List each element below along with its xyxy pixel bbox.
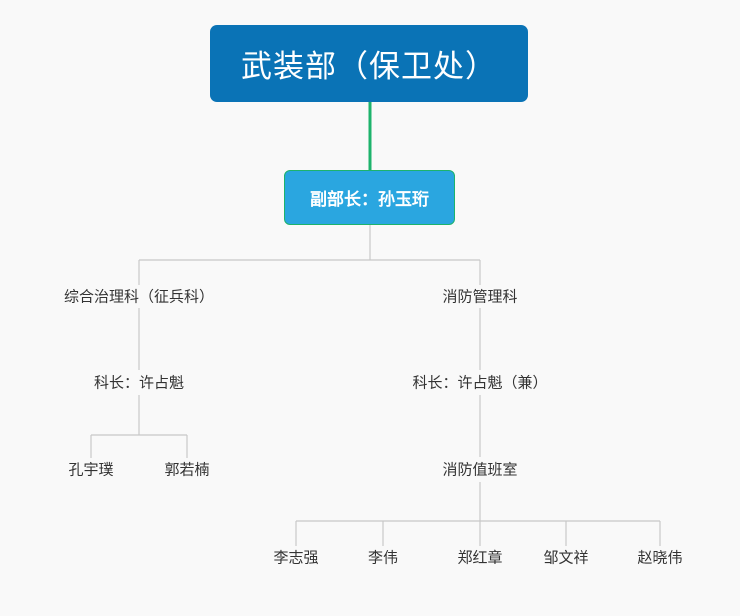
root-node-label: 武装部（保卫处）: [241, 49, 497, 85]
left-member-node[interactable]: 孔宇璞: [68, 460, 114, 479]
office-member-node[interactable]: 郑红章: [457, 548, 503, 567]
right-dept-node[interactable]: 消防管理科: [442, 287, 518, 306]
right-chief-node[interactable]: 科长：许占魁（兼）: [412, 373, 548, 392]
office-member-node[interactable]: 邹文祥: [543, 548, 589, 567]
root-node[interactable]: 武装部（保卫处）: [210, 25, 528, 102]
office-member-node[interactable]: 李志强: [273, 548, 319, 567]
left-dept-node[interactable]: 综合治理科（征兵科）: [63, 287, 215, 306]
office-member-node[interactable]: 李伟: [367, 548, 399, 567]
deputy-node[interactable]: 副部长：孙玉珩: [284, 170, 455, 225]
left-chief-node[interactable]: 科长：许占魁: [93, 373, 185, 392]
office-node[interactable]: 消防值班室: [442, 460, 518, 479]
office-member-node[interactable]: 赵晓伟: [637, 548, 683, 567]
deputy-node-label: 副部长：孙玉珩: [310, 190, 429, 210]
left-member-node[interactable]: 郭若楠: [164, 460, 210, 479]
